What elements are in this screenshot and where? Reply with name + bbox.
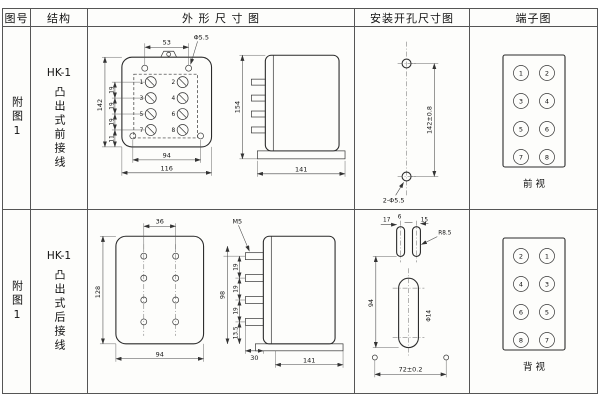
- rear-terminal-6: 6: [518, 309, 522, 317]
- rear-terminal-5: 5: [544, 309, 548, 317]
- row1-terminal-diagram: 1 2 3 4 5 6 7 8 前 视: [501, 53, 566, 190]
- row2-outline-drawing: 36 128 94 M5: [94, 217, 344, 368]
- front-terminal-4: 4: [544, 97, 548, 105]
- dim-141: 141: [295, 165, 307, 173]
- row2-structure-label: 凸出式后接线: [53, 269, 67, 353]
- row1-outline-drawing: 1 2 3 4 5 6 7 8 53 Φ5.5 142: [96, 33, 346, 177]
- front-terminal-2: 2: [544, 69, 548, 77]
- dim-phi14: Φ14: [426, 310, 432, 322]
- header-figure-no: 图号: [3, 9, 31, 27]
- dim-2-phi5-5: 2-Φ5.5: [383, 196, 405, 204]
- front-terminal-3: 3: [518, 97, 522, 105]
- terminal-num-6: 6: [172, 112, 176, 118]
- front-terminal-8: 8: [544, 153, 548, 161]
- dim-116: 116: [161, 164, 173, 172]
- rear-terminal-3: 3: [544, 281, 548, 289]
- terminal-num-5: 5: [140, 112, 144, 118]
- dim-15: 15: [421, 218, 429, 224]
- dim-19a: 19: [109, 86, 115, 94]
- front-terminal-7: 7: [518, 153, 522, 161]
- rear-terminal-1: 1: [544, 253, 548, 261]
- row2-figure-label: 附图1: [10, 279, 24, 324]
- row1-mounting-cell: 142±0.8 2-Φ5.5: [355, 27, 470, 210]
- front-terminal-1: 1: [518, 69, 522, 77]
- terminal-num-8: 8: [172, 127, 176, 133]
- dim-13-5: 13.5: [233, 326, 239, 339]
- dim-142-tol: 142±0.8: [425, 106, 433, 134]
- header-terminal-diagram: 端子图: [470, 9, 597, 27]
- row2-mounting-drawing: 17 6 15 R8.5 Φ14 94 72±0.2: [367, 215, 452, 378]
- front-view: 1 2 3 4 5 6 7 8 53 Φ5.5 142: [96, 33, 213, 176]
- dim-19b: 19: [109, 102, 115, 110]
- row2-model-label: HK-1: [46, 250, 72, 262]
- dim-11: 11: [109, 134, 115, 142]
- terminal-circles-front: [512, 64, 555, 165]
- rear-view-label: 背 视: [522, 361, 545, 373]
- dim-94-row2: 94: [156, 350, 164, 358]
- rear-terminal-8: 8: [518, 337, 522, 345]
- dim-17: 17: [383, 218, 391, 224]
- row2-terminal-diagram: 2 1 4 3 6 5 8 7 背 视: [501, 237, 566, 373]
- datasheet-table: 图号 结构 外 形 尺 寸 图 安装开孔尺寸图 端子图 附图1 HK-1 凸出式…: [2, 8, 598, 394]
- front-terminal-5: 5: [518, 125, 522, 133]
- side-view: 154 141: [233, 54, 346, 177]
- row1-outline-cell: 1 2 3 4 5 6 7 8 53 Φ5.5 142: [88, 27, 355, 210]
- rear-terminal-4: 4: [518, 281, 522, 289]
- terminal-num-3: 3: [140, 96, 144, 102]
- side-view-rear: M5 19 19 19 13.5 98 30: [218, 217, 344, 368]
- front-terminal-6: 6: [544, 125, 548, 133]
- terminal-num-4: 4: [172, 96, 176, 102]
- header-outline-dims: 外 形 尺 寸 图: [88, 9, 355, 27]
- rear-terminal-2: 2: [518, 253, 522, 261]
- row2-mounting-cell: 17 6 15 R8.5 Φ14 94 72±0.2: [355, 210, 470, 393]
- rear-terminal-7: 7: [544, 337, 548, 345]
- row2-outline-cell: 36 128 94 M5: [88, 210, 355, 393]
- dim-98: 98: [218, 291, 226, 299]
- dim-36: 36: [156, 217, 164, 225]
- rear-view: 36 128 94: [94, 217, 205, 362]
- front-view-label: 前 视: [522, 178, 545, 190]
- dim-phi5-5: Φ5.5: [194, 33, 209, 41]
- dim-154: 154: [233, 100, 241, 112]
- row1-terminal-cell: 1 2 3 4 5 6 7 8 前 视: [470, 27, 597, 210]
- terminal-num-7: 7: [140, 127, 144, 133]
- dim-128: 128: [94, 286, 102, 298]
- row1-figure-label: 附图1: [10, 96, 24, 140]
- row1-figure-cell: 附图1: [3, 27, 31, 210]
- dim-94-mounting: 94: [367, 299, 375, 307]
- dim-72-tol: 72±0.2: [399, 365, 423, 373]
- dim-19c-row2: 19: [233, 307, 239, 315]
- dim-94: 94: [163, 151, 171, 159]
- row1-structure-label: 凸出式前接线: [53, 85, 67, 170]
- terminal-num-2: 2: [172, 80, 176, 86]
- dim-19c: 19: [109, 117, 115, 125]
- dim-53: 53: [163, 38, 171, 46]
- dim-141-row2: 141: [303, 356, 315, 364]
- row1-structure-cell: HK-1 凸出式前接线: [31, 27, 88, 210]
- terminal-screws: [144, 75, 189, 136]
- row2-terminal-cell: 2 1 4 3 6 5 8 7 背 视: [470, 210, 597, 393]
- dim-19a-row2: 19: [233, 263, 239, 271]
- dim-19b-row2: 19: [233, 285, 239, 293]
- header-structure: 结构: [31, 9, 88, 27]
- dim-142: 142: [96, 98, 104, 110]
- row2-structure-cell: HK-1 凸出式后接线: [31, 210, 88, 393]
- row2-figure-cell: 附图1: [3, 210, 31, 393]
- row1-model-label: HK-1: [46, 66, 72, 79]
- dim-r8-5: R8.5: [438, 231, 451, 237]
- dim-30: 30: [250, 354, 258, 362]
- terminal-circles-rear: [512, 248, 555, 348]
- row1-mounting-drawing: 142±0.8 2-Φ5.5: [383, 41, 439, 204]
- header-mounting-dims: 安装开孔尺寸图: [355, 9, 470, 27]
- terminal-num-1: 1: [140, 80, 144, 86]
- dim-6: 6: [398, 215, 402, 221]
- dim-m5: M5: [232, 217, 242, 225]
